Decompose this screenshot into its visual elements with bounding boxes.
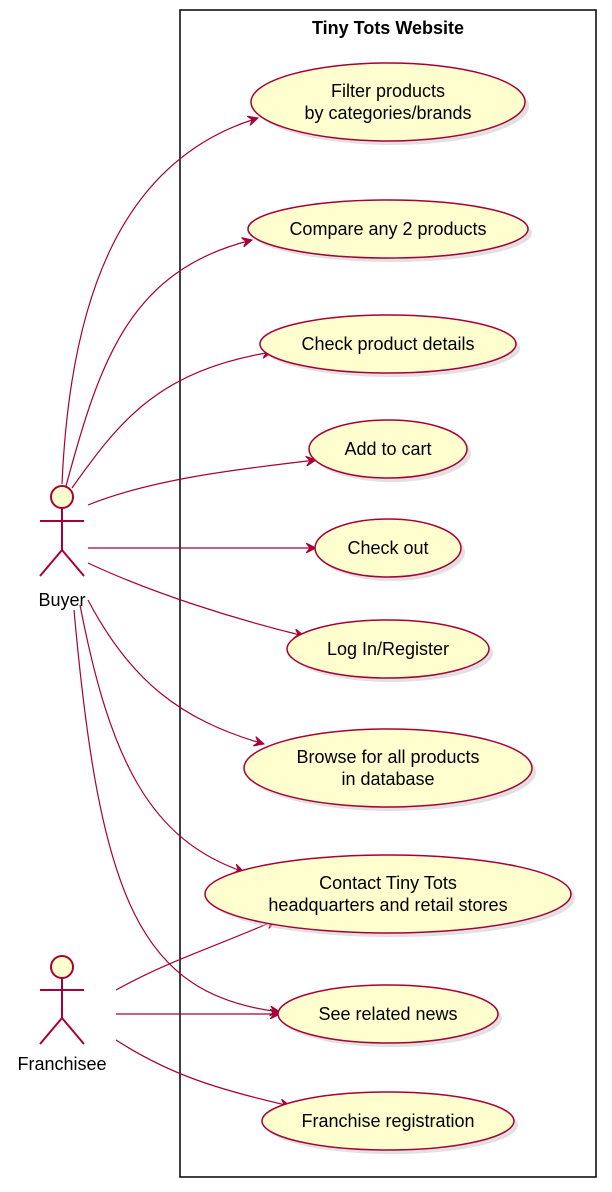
use-case-label: Add to cart [344,439,431,459]
use-case-franchise: Franchise registration [261,1091,518,1154]
association-buyer-cart [87,460,316,506]
use-case-label: by categories/brands [304,103,471,123]
use-case-ellipse [250,62,526,142]
actor-buyer-label: Buyer [38,590,85,610]
association-buyer-contact [79,604,244,872]
association-buyer-filter [61,118,258,485]
actor-buyer-right-leg [61,549,85,577]
actor-franchisee-right-leg [61,1017,85,1045]
actor-franchisee-head [50,955,74,979]
use-case-ellipse [259,314,517,374]
use-case-ellipse [314,518,462,578]
system-title: Tiny Tots Website [312,18,464,38]
use-case-label: in database [341,769,434,789]
use-case-label: See related news [318,1004,457,1024]
association-buyer-details [71,352,272,489]
use-case-label: headquarters and retail stores [268,895,507,915]
use-case-ellipse [277,984,499,1044]
actor-buyer-head [50,485,74,509]
use-case-label: Filter products [331,81,445,101]
use-case-ellipse [286,619,490,679]
use-case-ellipse [243,728,533,808]
association-buyer-compare [65,240,252,487]
use-case-label: Browse for all products [296,747,479,767]
actor-buyer: Buyer [38,485,86,610]
use-case-label: Check out [347,538,428,558]
use-case-ellipse [247,199,529,259]
use-case-details: Check product details [259,314,520,377]
actor-franchisee: Franchisee [17,955,107,1074]
use-case-news: See related news [277,984,502,1047]
use-case-ellipse [204,854,572,934]
actor-franchisee-left-leg [39,1017,63,1045]
use-case-label: Compare any 2 products [289,219,486,239]
association-edges [61,118,316,1106]
use-case-label: Franchise registration [301,1111,474,1131]
use-case-compare: Compare any 2 products [247,199,532,262]
use-case-checkout: Check out [314,518,465,581]
association-buyer-news [73,609,280,1012]
use-case-ellipse [308,419,468,479]
association-buyer-login [87,562,304,636]
use-case-label: Log In/Register [327,639,449,659]
use-case-label: Check product details [301,334,474,354]
use-case-label: Contact Tiny Tots [319,873,457,893]
association-franchisee-contact [115,920,276,991]
association-buyer-browse [87,599,264,744]
actor-franchisee-label: Franchisee [17,1054,106,1074]
use-case-ellipse [261,1091,515,1151]
association-franchisee-franchise [115,1039,290,1106]
actor-buyer-left-leg [39,549,63,577]
use-case-cart: Add to cart [308,419,471,482]
use-case-login: Log In/Register [286,619,493,682]
